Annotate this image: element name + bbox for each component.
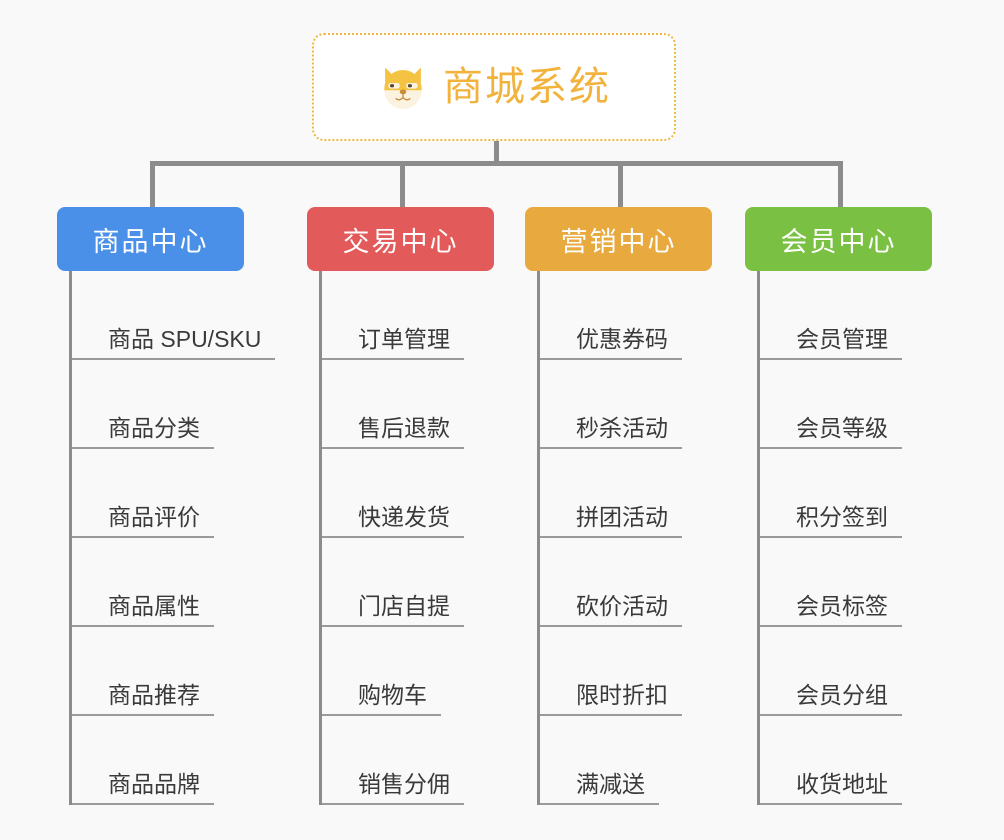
branch-header[interactable]: 营销中心 <box>525 207 712 271</box>
leaf-item-label: 商品评价 <box>72 504 214 538</box>
leaf-item[interactable]: 销售分佣 <box>322 716 494 805</box>
leaf-item-label: 商品分类 <box>72 415 214 449</box>
leaf-item-label: 商品属性 <box>72 593 214 627</box>
leaf-item[interactable]: 优惠券码 <box>540 271 712 360</box>
leaf-item[interactable]: 会员等级 <box>760 360 932 449</box>
branch-header[interactable]: 会员中心 <box>745 207 932 271</box>
leaf-item-label: 销售分佣 <box>322 771 464 805</box>
leaf-item[interactable]: 满减送 <box>540 716 712 805</box>
leaf-item-label: 优惠券码 <box>540 326 682 360</box>
branch-drop-connector-1 <box>150 161 155 209</box>
leaf-item[interactable]: 门店自提 <box>322 538 494 627</box>
branch-header-label: 商品中心 <box>92 226 209 257</box>
leaf-item[interactable]: 拼团活动 <box>540 449 712 538</box>
branch-column: 交易中心订单管理售后退款快递发货门店自提购物车销售分佣 <box>307 207 494 805</box>
leaf-item[interactable]: 积分签到 <box>760 449 932 538</box>
branch-header[interactable]: 商品中心 <box>57 207 244 271</box>
leaf-item[interactable]: 商品评价 <box>72 449 244 538</box>
root-stem-connector <box>494 141 499 166</box>
branch-header-label: 营销中心 <box>560 226 677 257</box>
leaf-item-label: 拼团活动 <box>540 504 682 538</box>
branch-drop-connector-2 <box>400 161 405 209</box>
leaf-item-label: 会员分组 <box>760 682 902 716</box>
leaf-item[interactable]: 会员分组 <box>760 627 932 716</box>
leaf-item-label: 商品 SPU/SKU <box>72 326 276 360</box>
leaf-item[interactable]: 限时折扣 <box>540 627 712 716</box>
leaf-item[interactable]: 商品属性 <box>72 538 244 627</box>
branch-header-label: 会员中心 <box>780 226 897 257</box>
leaf-item[interactable]: 购物车 <box>322 627 494 716</box>
dog-face-emoji <box>377 61 429 113</box>
leaf-item-label: 售后退款 <box>322 415 464 449</box>
leaf-item[interactable]: 商品分类 <box>72 360 244 449</box>
branch-bus-connector <box>150 161 840 166</box>
leaf-item[interactable]: 秒杀活动 <box>540 360 712 449</box>
branch-leaf-list: 优惠券码秒杀活动拼团活动砍价活动限时折扣满减送 <box>537 271 712 805</box>
leaf-item[interactable]: 商品推荐 <box>72 627 244 716</box>
leaf-item-label: 快递发货 <box>322 504 464 538</box>
leaf-item[interactable]: 售后退款 <box>322 360 494 449</box>
leaf-item[interactable]: 快递发货 <box>322 449 494 538</box>
leaf-item-label: 会员标签 <box>760 593 902 627</box>
leaf-item-label: 门店自提 <box>322 593 464 627</box>
branch-leaf-list: 商品 SPU/SKU 商品分类商品评价商品属性商品推荐商品品牌 <box>69 271 276 805</box>
leaf-item-label: 满减送 <box>540 771 659 805</box>
root-node[interactable]: 商城系统 <box>312 33 676 141</box>
leaf-item-label: 订单管理 <box>322 326 464 360</box>
leaf-item[interactable]: 商品 SPU/SKU <box>72 271 276 360</box>
leaf-item-label: 收货地址 <box>760 771 902 805</box>
leaf-item-label: 限时折扣 <box>540 682 682 716</box>
branch-column: 会员中心会员管理会员等级积分签到会员标签会员分组收货地址 <box>745 207 932 805</box>
leaf-item[interactable]: 砍价活动 <box>540 538 712 627</box>
leaf-item-label: 购物车 <box>322 682 441 716</box>
leaf-item[interactable]: 会员标签 <box>760 538 932 627</box>
branch-drop-connector-4 <box>838 161 843 209</box>
branch-drop-connector-3 <box>618 161 623 209</box>
branch-leaf-list: 订单管理售后退款快递发货门店自提购物车销售分佣 <box>319 271 494 805</box>
leaf-item-label: 秒杀活动 <box>540 415 682 449</box>
branch-leaf-list: 会员管理会员等级积分签到会员标签会员分组收货地址 <box>757 271 932 805</box>
leaf-item[interactable]: 会员管理 <box>760 271 932 360</box>
leaf-item-label: 会员管理 <box>760 326 902 360</box>
leaf-item[interactable]: 订单管理 <box>322 271 494 360</box>
branch-column: 营销中心优惠券码秒杀活动拼团活动砍价活动限时折扣满减送 <box>525 207 712 805</box>
leaf-item-label: 商品品牌 <box>72 771 214 805</box>
root-title: 商城系统 <box>443 65 611 109</box>
leaf-item[interactable]: 收货地址 <box>760 716 932 805</box>
branch-header[interactable]: 交易中心 <box>307 207 494 271</box>
leaf-item-label: 会员等级 <box>760 415 902 449</box>
branch-column: 商品中心商品 SPU/SKU 商品分类商品评价商品属性商品推荐商品品牌 <box>57 207 276 805</box>
leaf-item-label: 商品推荐 <box>72 682 214 716</box>
leaf-item-label: 砍价活动 <box>540 593 682 627</box>
leaf-item-label: 积分签到 <box>760 504 902 538</box>
branch-header-label: 交易中心 <box>342 226 459 257</box>
leaf-item[interactable]: 商品品牌 <box>72 716 244 805</box>
